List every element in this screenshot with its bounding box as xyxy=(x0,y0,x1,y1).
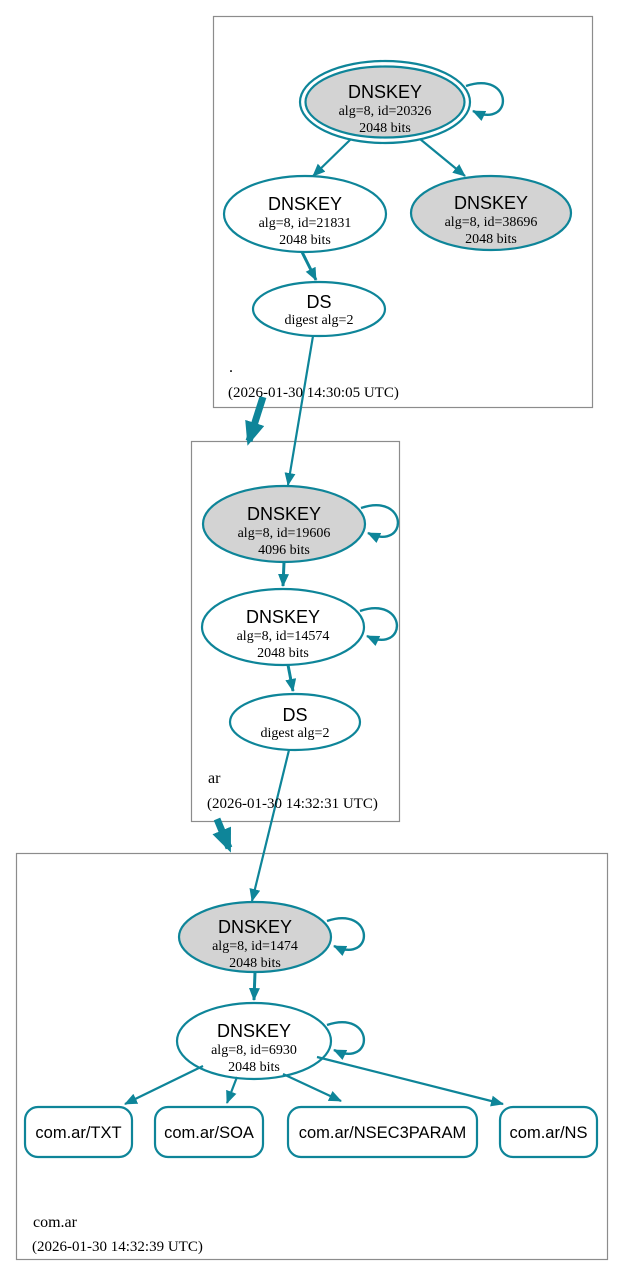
dnskey-bits: 2048 bits xyxy=(257,646,309,661)
rrset-label-ns: com.ar/NS xyxy=(510,1124,588,1142)
dnskey-title: DNSKEY xyxy=(348,82,422,102)
dnskey-alg-id: alg=8, id=6930 xyxy=(211,1043,297,1058)
edge-20326-to-38696 xyxy=(419,138,466,177)
zone-ar: DNSKEY alg=8, id=19606 4096 bits DNSKEY … xyxy=(200,484,400,812)
rrset-label-nsec3param: com.ar/NSEC3PARAM xyxy=(299,1124,466,1142)
edge-6930-to-txt xyxy=(124,1065,204,1105)
rrset-box-soa xyxy=(153,1105,265,1159)
zone-com-ar: DNSKEY alg=8, id=1474 2048 bits DNSKEY a… xyxy=(23,900,599,1255)
rrset-box-ns xyxy=(498,1105,599,1159)
self-sign-arrow-20326 xyxy=(465,82,505,122)
ds-title: DS xyxy=(282,705,307,725)
self-sign-arrow-19606 xyxy=(360,504,400,544)
dnskey-14574-node xyxy=(200,587,366,667)
rrset-label-txt: com.ar/TXT xyxy=(35,1124,121,1142)
dnskey-title: DNSKEY xyxy=(247,504,321,524)
dnskey-21831-node xyxy=(222,174,388,254)
zone-box-com-ar xyxy=(15,852,609,1261)
edge-6930-to-nsec3param xyxy=(282,1073,342,1102)
edge-root-ds-to-ar-dnskey xyxy=(284,335,315,486)
rrset-box-txt xyxy=(23,1105,134,1159)
edge-ar-ds-to-comar-dnskey xyxy=(249,749,291,902)
dnskey-title: DNSKEY xyxy=(454,193,528,213)
rrset-label-soa: com.ar/SOA xyxy=(164,1124,254,1142)
ds-root-node xyxy=(251,280,387,338)
dnskey-alg-id: alg=8, id=20326 xyxy=(339,104,432,119)
zone-timestamp-root: (2026-01-30 14:30:05 UTC) xyxy=(228,385,399,401)
ds-digest: digest alg=2 xyxy=(285,313,354,328)
edge-21831-to-ds xyxy=(300,251,318,281)
edge-14574-to-ds xyxy=(285,664,297,692)
ds-title: DS xyxy=(306,292,331,312)
zone-root: DNSKEY alg=8, id=20326 2048 bits DNSKEY … xyxy=(222,59,573,401)
rrset-box-nsec3param xyxy=(286,1105,479,1159)
edge-6930-to-ns xyxy=(316,1055,504,1107)
zone-timestamp-ar: (2026-01-30 14:32:31 UTC) xyxy=(207,796,378,812)
dnskey-bits: 2048 bits xyxy=(465,232,517,247)
zone-name-com-ar: com.ar xyxy=(33,1214,78,1231)
dnskey-title: DNSKEY xyxy=(246,607,320,627)
dnskey-6930-node xyxy=(175,1001,333,1081)
dnskey-bits: 2048 bits xyxy=(229,956,281,971)
dnskey-title: DNSKEY xyxy=(218,917,292,937)
edge-20326-to-21831 xyxy=(312,138,352,177)
delegation-arrow-root-to-ar xyxy=(245,395,267,446)
dnskey-38696-node xyxy=(409,174,573,252)
edge-1474-to-6930 xyxy=(248,971,260,1001)
zone-name-root: . xyxy=(229,359,233,376)
dnskey-bits: 2048 bits xyxy=(279,233,331,248)
ds-digest: digest alg=2 xyxy=(261,726,330,741)
self-sign-arrow-1474 xyxy=(326,917,366,957)
self-sign-arrow-6930 xyxy=(326,1021,366,1061)
dnskey-alg-id: alg=8, id=14574 xyxy=(237,629,330,644)
dnskey-bits: 4096 bits xyxy=(258,543,310,558)
dnskey-bits: 2048 bits xyxy=(359,121,411,136)
dnskey-alg-id: alg=8, id=38696 xyxy=(445,215,538,230)
zone-name-ar: ar xyxy=(208,770,221,787)
edge-19606-to-14574 xyxy=(278,561,289,587)
zone-timestamp-com-ar: (2026-01-30 14:32:39 UTC) xyxy=(32,1239,203,1255)
dnskey-title: DNSKEY xyxy=(217,1021,291,1041)
self-sign-arrow-14574 xyxy=(359,607,399,647)
edge-6930-to-soa xyxy=(225,1076,239,1104)
delegation-arrow-ar-to-comar xyxy=(212,817,233,853)
dnskey-title: DNSKEY xyxy=(268,194,342,214)
zone-box-root xyxy=(212,15,594,409)
dnskey-alg-id: alg=8, id=19606 xyxy=(238,526,331,541)
dnskey-ksk-20326-node xyxy=(304,65,466,139)
dnskey-alg-id: alg=8, id=21831 xyxy=(259,216,352,231)
dnskey-alg-id: alg=8, id=1474 xyxy=(212,939,298,954)
dnskey-bits: 2048 bits xyxy=(228,1060,280,1075)
ds-ar-node xyxy=(228,692,362,752)
